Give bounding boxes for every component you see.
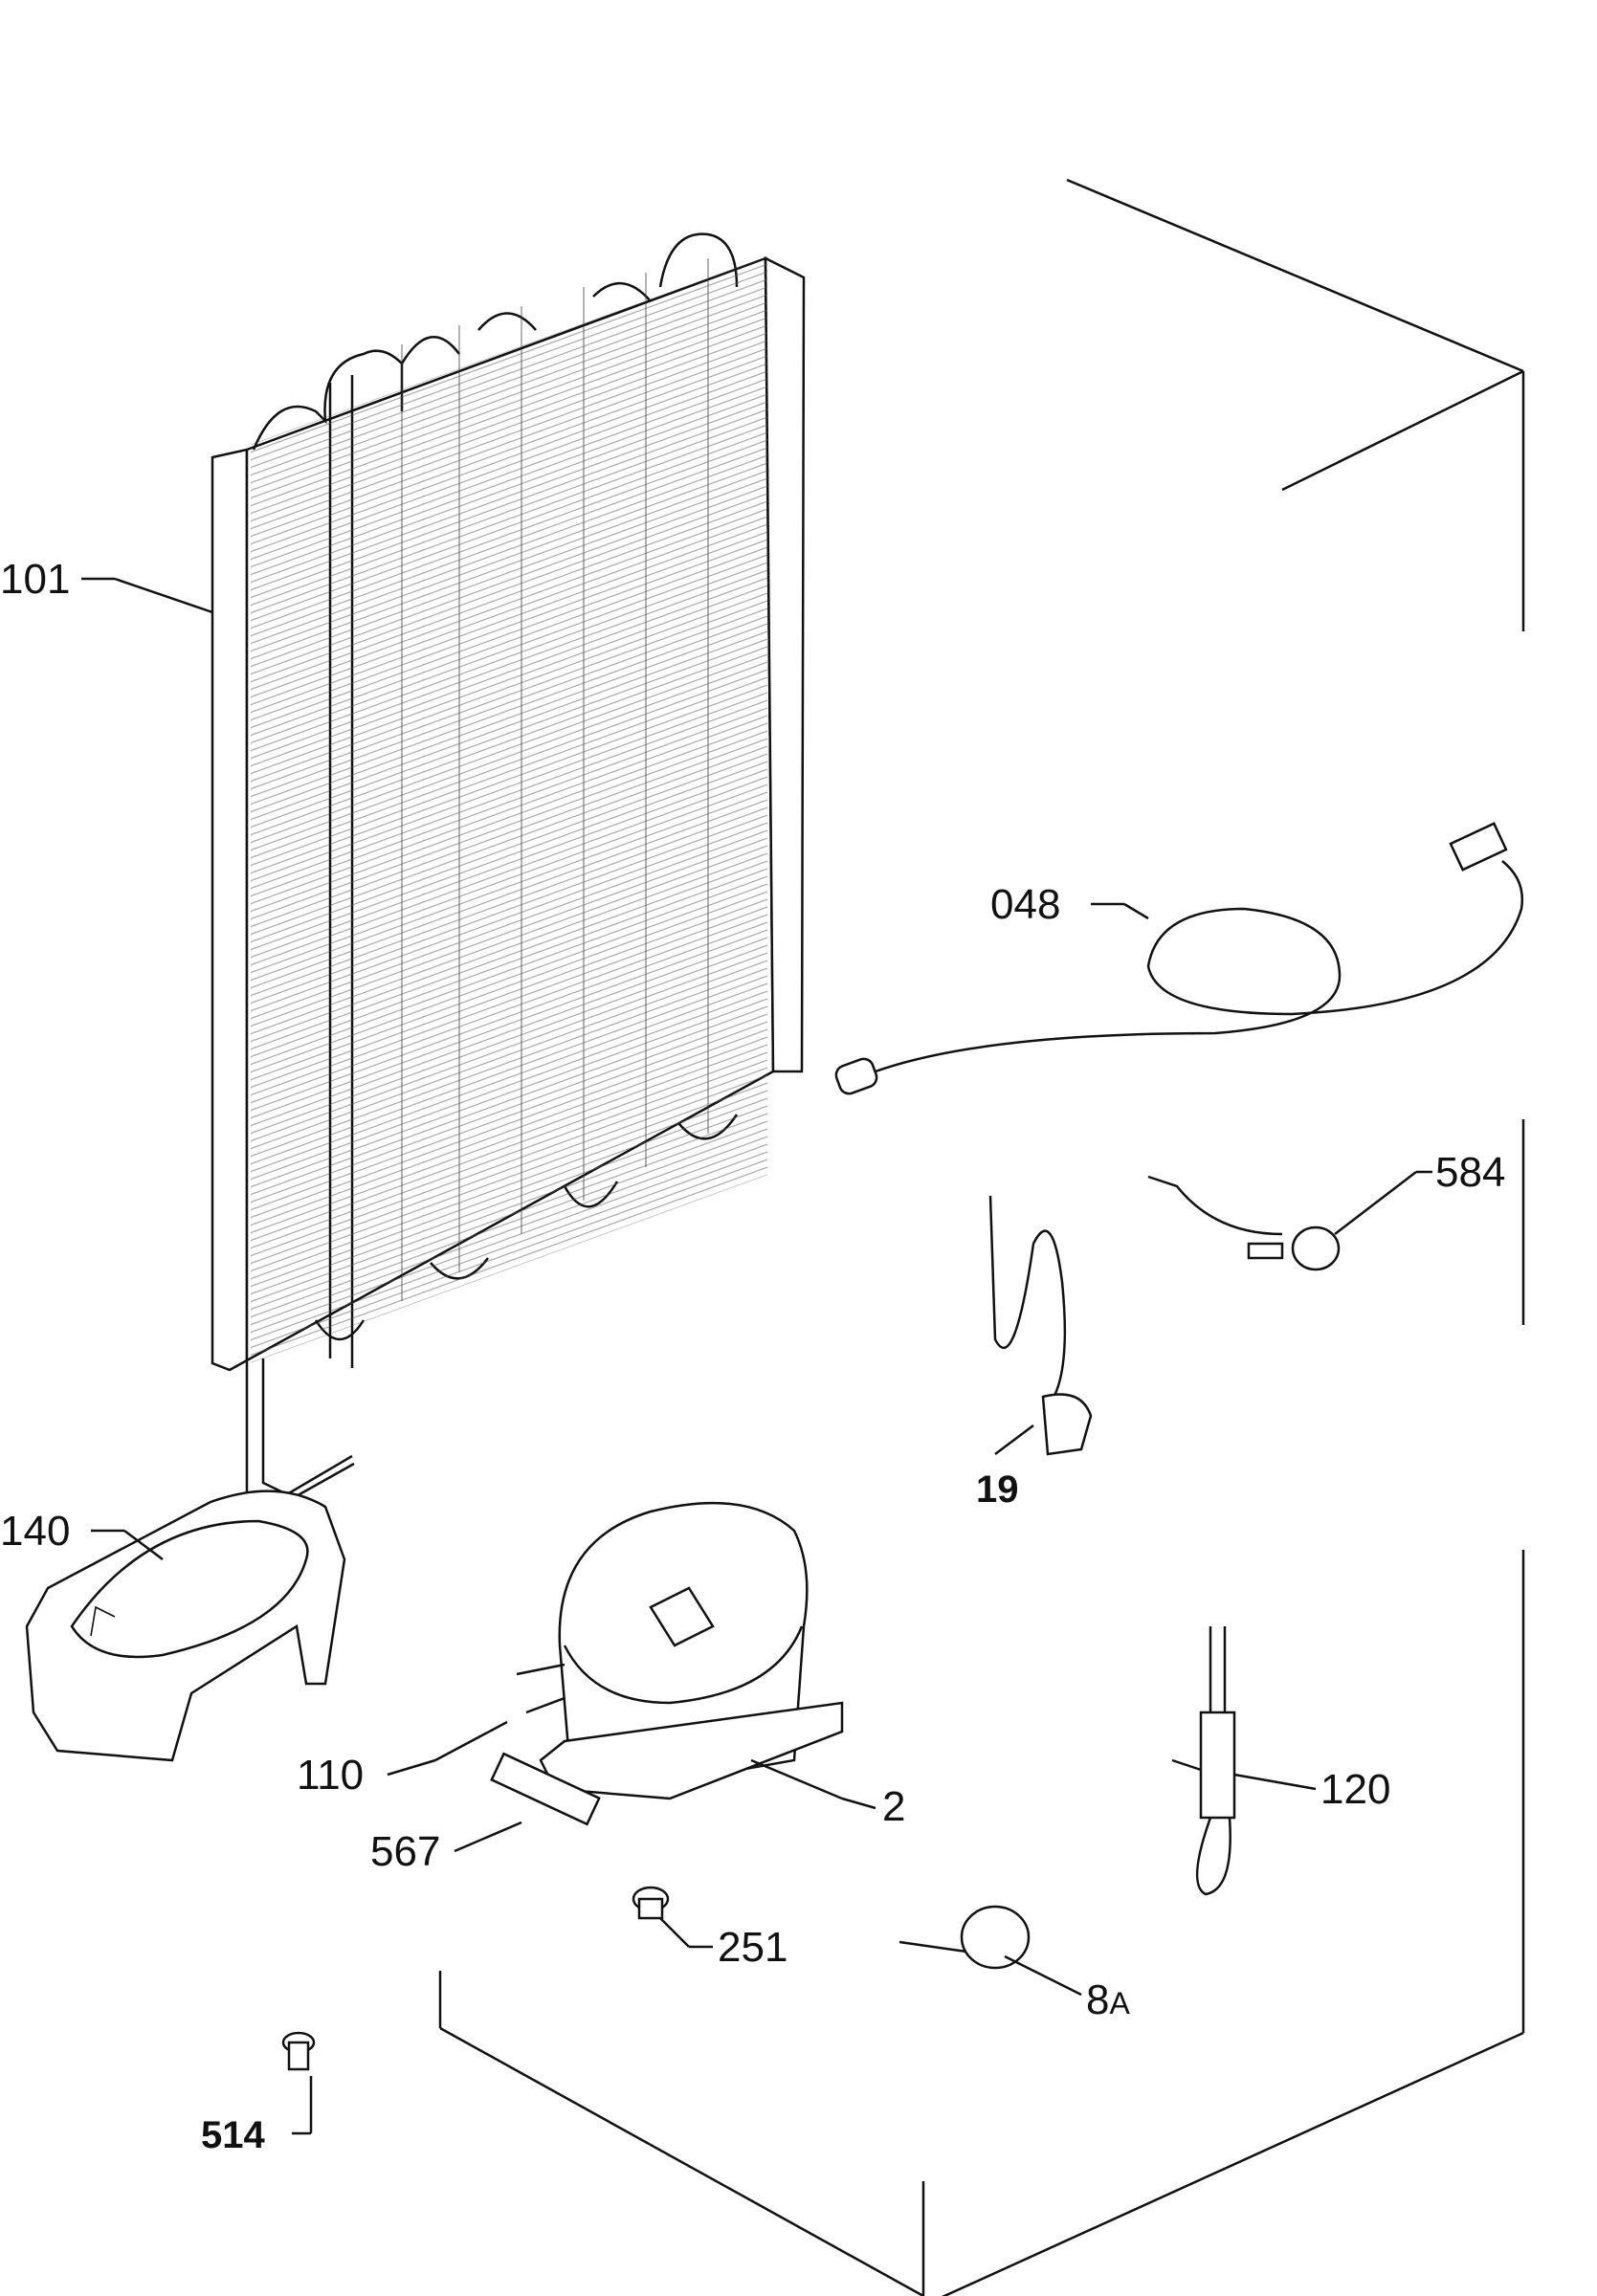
cable-harness (834, 822, 1524, 1095)
compressor (490, 1501, 844, 1826)
drip-tray (25, 1490, 346, 1762)
leader-lines (81, 577, 1432, 2135)
label-grommet: 251 (718, 1924, 787, 1971)
thermostat (898, 1905, 1031, 1970)
label-drip-tray: 140 (0, 1508, 70, 1555)
label-cable: 048 (990, 881, 1060, 928)
label-sensor-lead: 584 (1435, 1149, 1505, 1196)
label-relay: 120 (1320, 1766, 1390, 1813)
label-compressor: 2 (882, 1783, 905, 1830)
grommet (632, 1886, 670, 1920)
foot (281, 2031, 316, 2071)
label-power-cord: 19 (976, 1468, 1019, 1511)
label-thermostat: 8A (1086, 1976, 1130, 2023)
power-cord (988, 1195, 1093, 1456)
label-bracket: 567 (370, 1828, 440, 1875)
relay (1171, 1626, 1236, 1896)
sensor-lead (1147, 1175, 1341, 1271)
tube (434, 1720, 508, 1762)
label-tube: 110 (297, 1752, 364, 1799)
condenser-coil (211, 232, 806, 1509)
label-condenser: 101 (0, 556, 70, 603)
cabinet-outline (438, 178, 1525, 2296)
label-foot: 514 (201, 2114, 265, 2156)
